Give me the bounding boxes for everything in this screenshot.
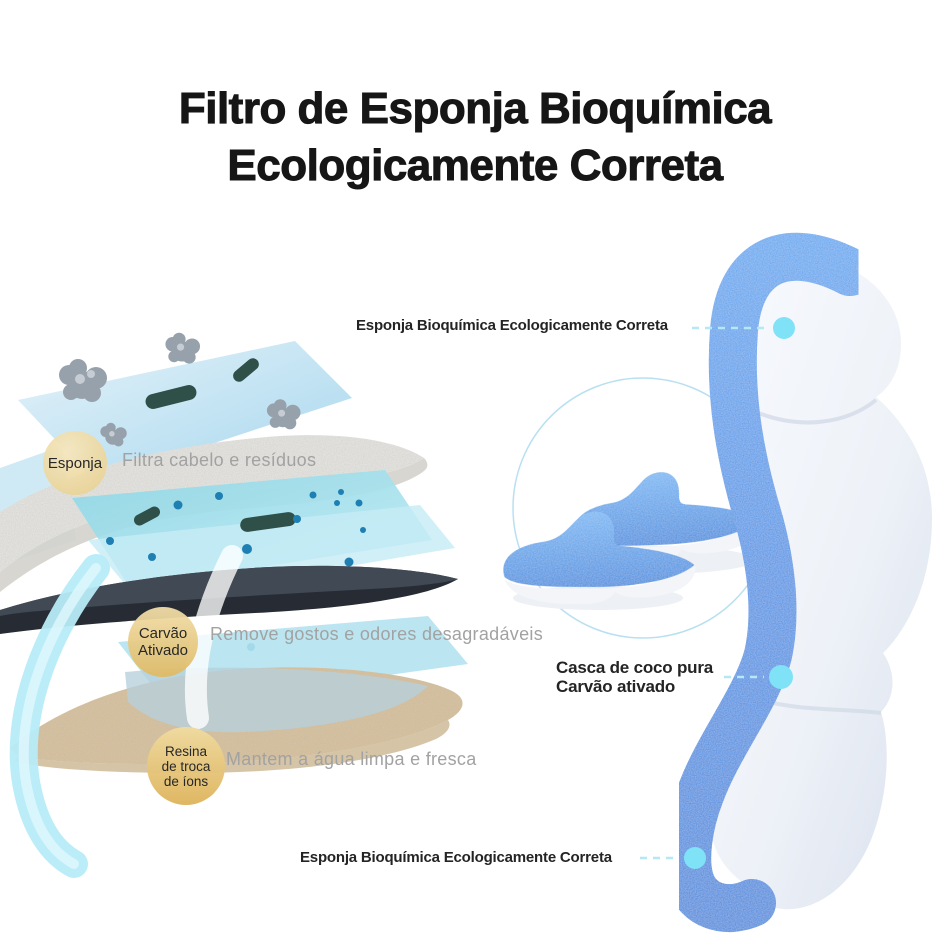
product-photo-group [503,232,933,933]
callout-middle-line1: Casca de coco pura [556,658,714,677]
cotton-crease [755,398,878,425]
page-title: Filtro de Esponja Bioquímica Ecologicame… [0,80,950,194]
badge-label: Resina [164,743,208,759]
layer-badge-resina: Resina de troca de íons [147,727,225,805]
filter-cartridge-large [663,232,933,933]
page-title-line1: Filtro de Esponja Bioquímica [178,84,772,134]
badge-label: de íons [163,773,209,789]
badge-label: Esponja [47,454,103,472]
layer-description-carvao: Remove gostos e odores desagradáveis [210,624,543,644]
callout-dot-top [773,317,795,339]
bacteria-icon [145,358,259,409]
particle-dots [106,489,366,651]
filter-cartridge-small-front [503,511,696,605]
layer-description-esponja: Filtra cabelo e resíduos [122,450,317,470]
page-title-line2: Ecologicamente Correta [227,141,724,191]
debris-cluster-icon [59,332,301,447]
badge-label: de troca [161,758,211,774]
callout-label-bottom: Esponja Bioquímica Ecologicamente Corret… [300,849,612,866]
badge-label: Ativado [137,642,189,659]
blue-sponge-rim [663,232,874,933]
callout-label-middle: Casca de coco pura Carvão ativado [556,658,714,696]
callout-label-top: Esponja Bioquímica Ecologicamente Corret… [356,317,668,334]
badge-label: Carvão [138,625,188,642]
callout-lines [640,326,766,860]
callout-middle-line2: Carvão ativado [556,676,676,696]
callout-dots [684,317,795,869]
cotton-body [710,257,933,910]
filter-layers-diagram [0,332,468,878]
layer-description-resina: Mantem a água limpa e fresca [226,749,477,769]
callout-dot-middle [769,665,793,689]
water-flow-ribbon [9,545,243,878]
callout-dot-bottom [684,847,706,869]
bacteria-icon [133,506,296,532]
carbon-layer [0,565,458,634]
layer-badge-carvao-ativado: Carvão Ativado [128,607,198,677]
layer-badge-esponja: Esponja [43,431,107,495]
